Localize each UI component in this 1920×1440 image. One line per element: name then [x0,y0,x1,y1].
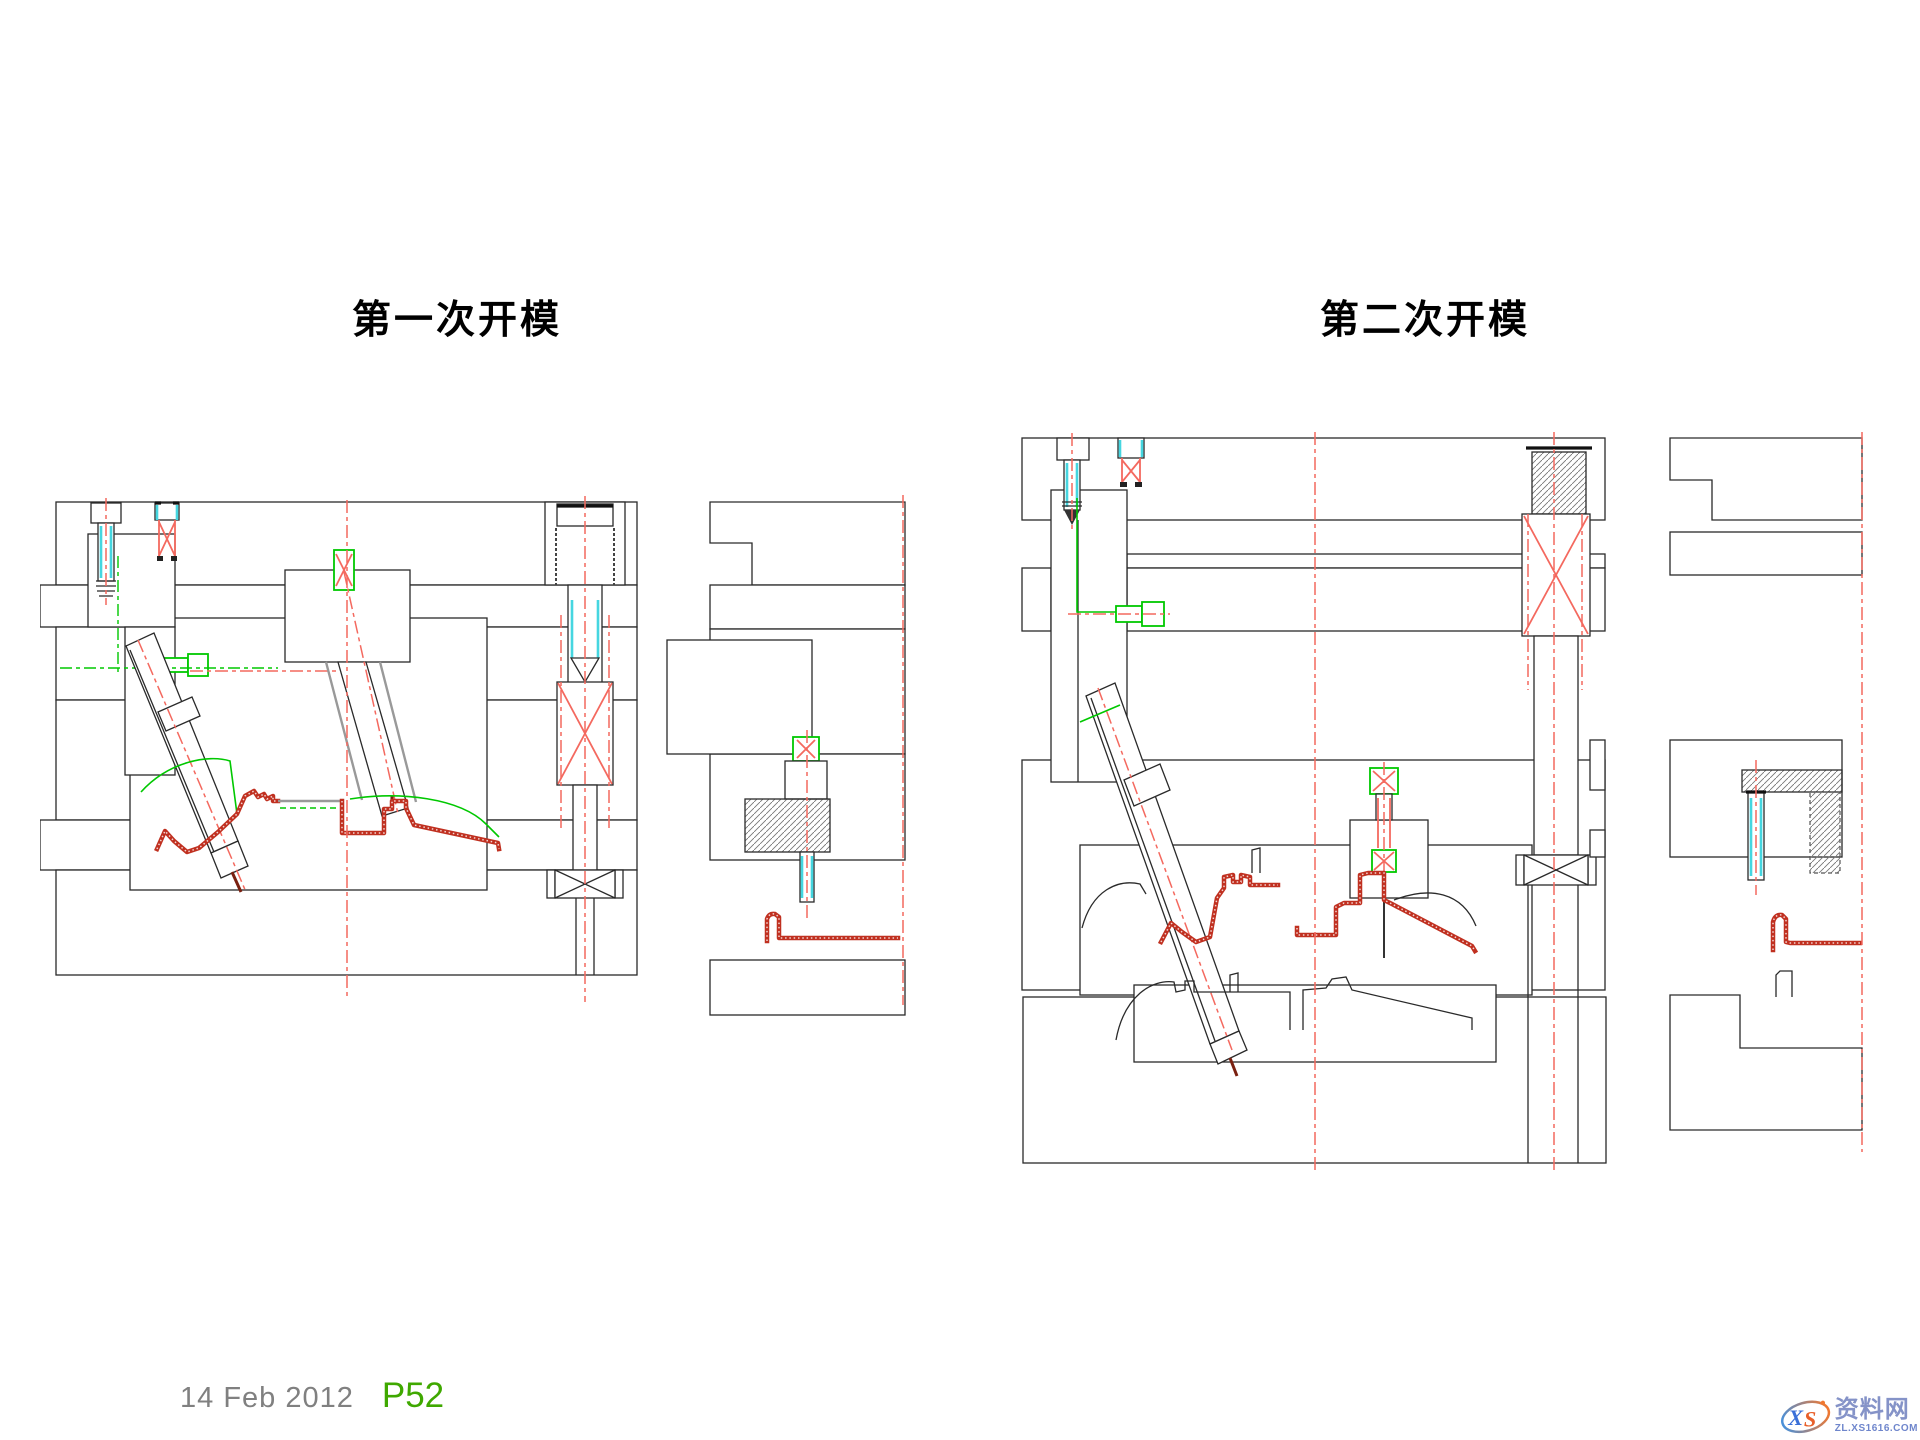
footer: 14 Feb 2012 P52 [180,1376,444,1416]
molded-part-profile [140,757,502,855]
slide-date: 14 Feb 2012 [180,1382,354,1414]
side-section-fragment [666,501,906,1016]
center-lifter-block [284,549,418,817]
watermark-site-url: ZL.XS1616.COM [1834,1423,1918,1434]
angled-lifter-left [125,632,249,893]
watermark-site-name: 资料网 [1834,1396,1910,1423]
molded-part-profile [1157,870,1479,955]
guide-pillar-assembly [1515,446,1606,1163]
left-drawing-title: 第一次开模 [352,297,563,343]
side-section-fragment [1669,437,1863,1131]
clamp-bolt-assembly [1050,433,1170,783]
core-outline [1115,972,1473,1041]
second-opening-drawing [1021,432,1863,1172]
centerlines [1314,432,1863,1172]
right-drawing-title: 第二次开模 [1320,297,1531,343]
xs-logo-icon: X S [1781,1400,1831,1434]
svg-text:S: S [1804,1407,1816,1432]
page-number: P52 [381,1376,445,1415]
svg-text:X: X [1787,1405,1804,1430]
watermark: X S 资料网 ZL.XS1616.COM [1780,1392,1918,1440]
centerlines [346,495,904,1005]
center-ejector-pin [1349,762,1429,958]
first-opening-drawing [40,495,906,1016]
cavity-outline [1081,847,1477,929]
